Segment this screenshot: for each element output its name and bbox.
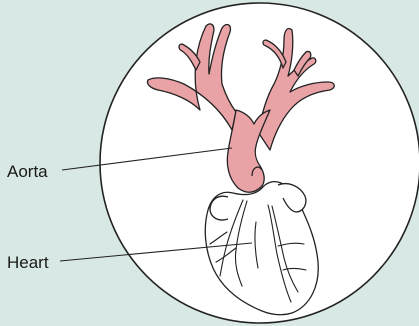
aorta-label: Aorta <box>7 163 48 180</box>
heart-label: Heart <box>7 254 49 271</box>
